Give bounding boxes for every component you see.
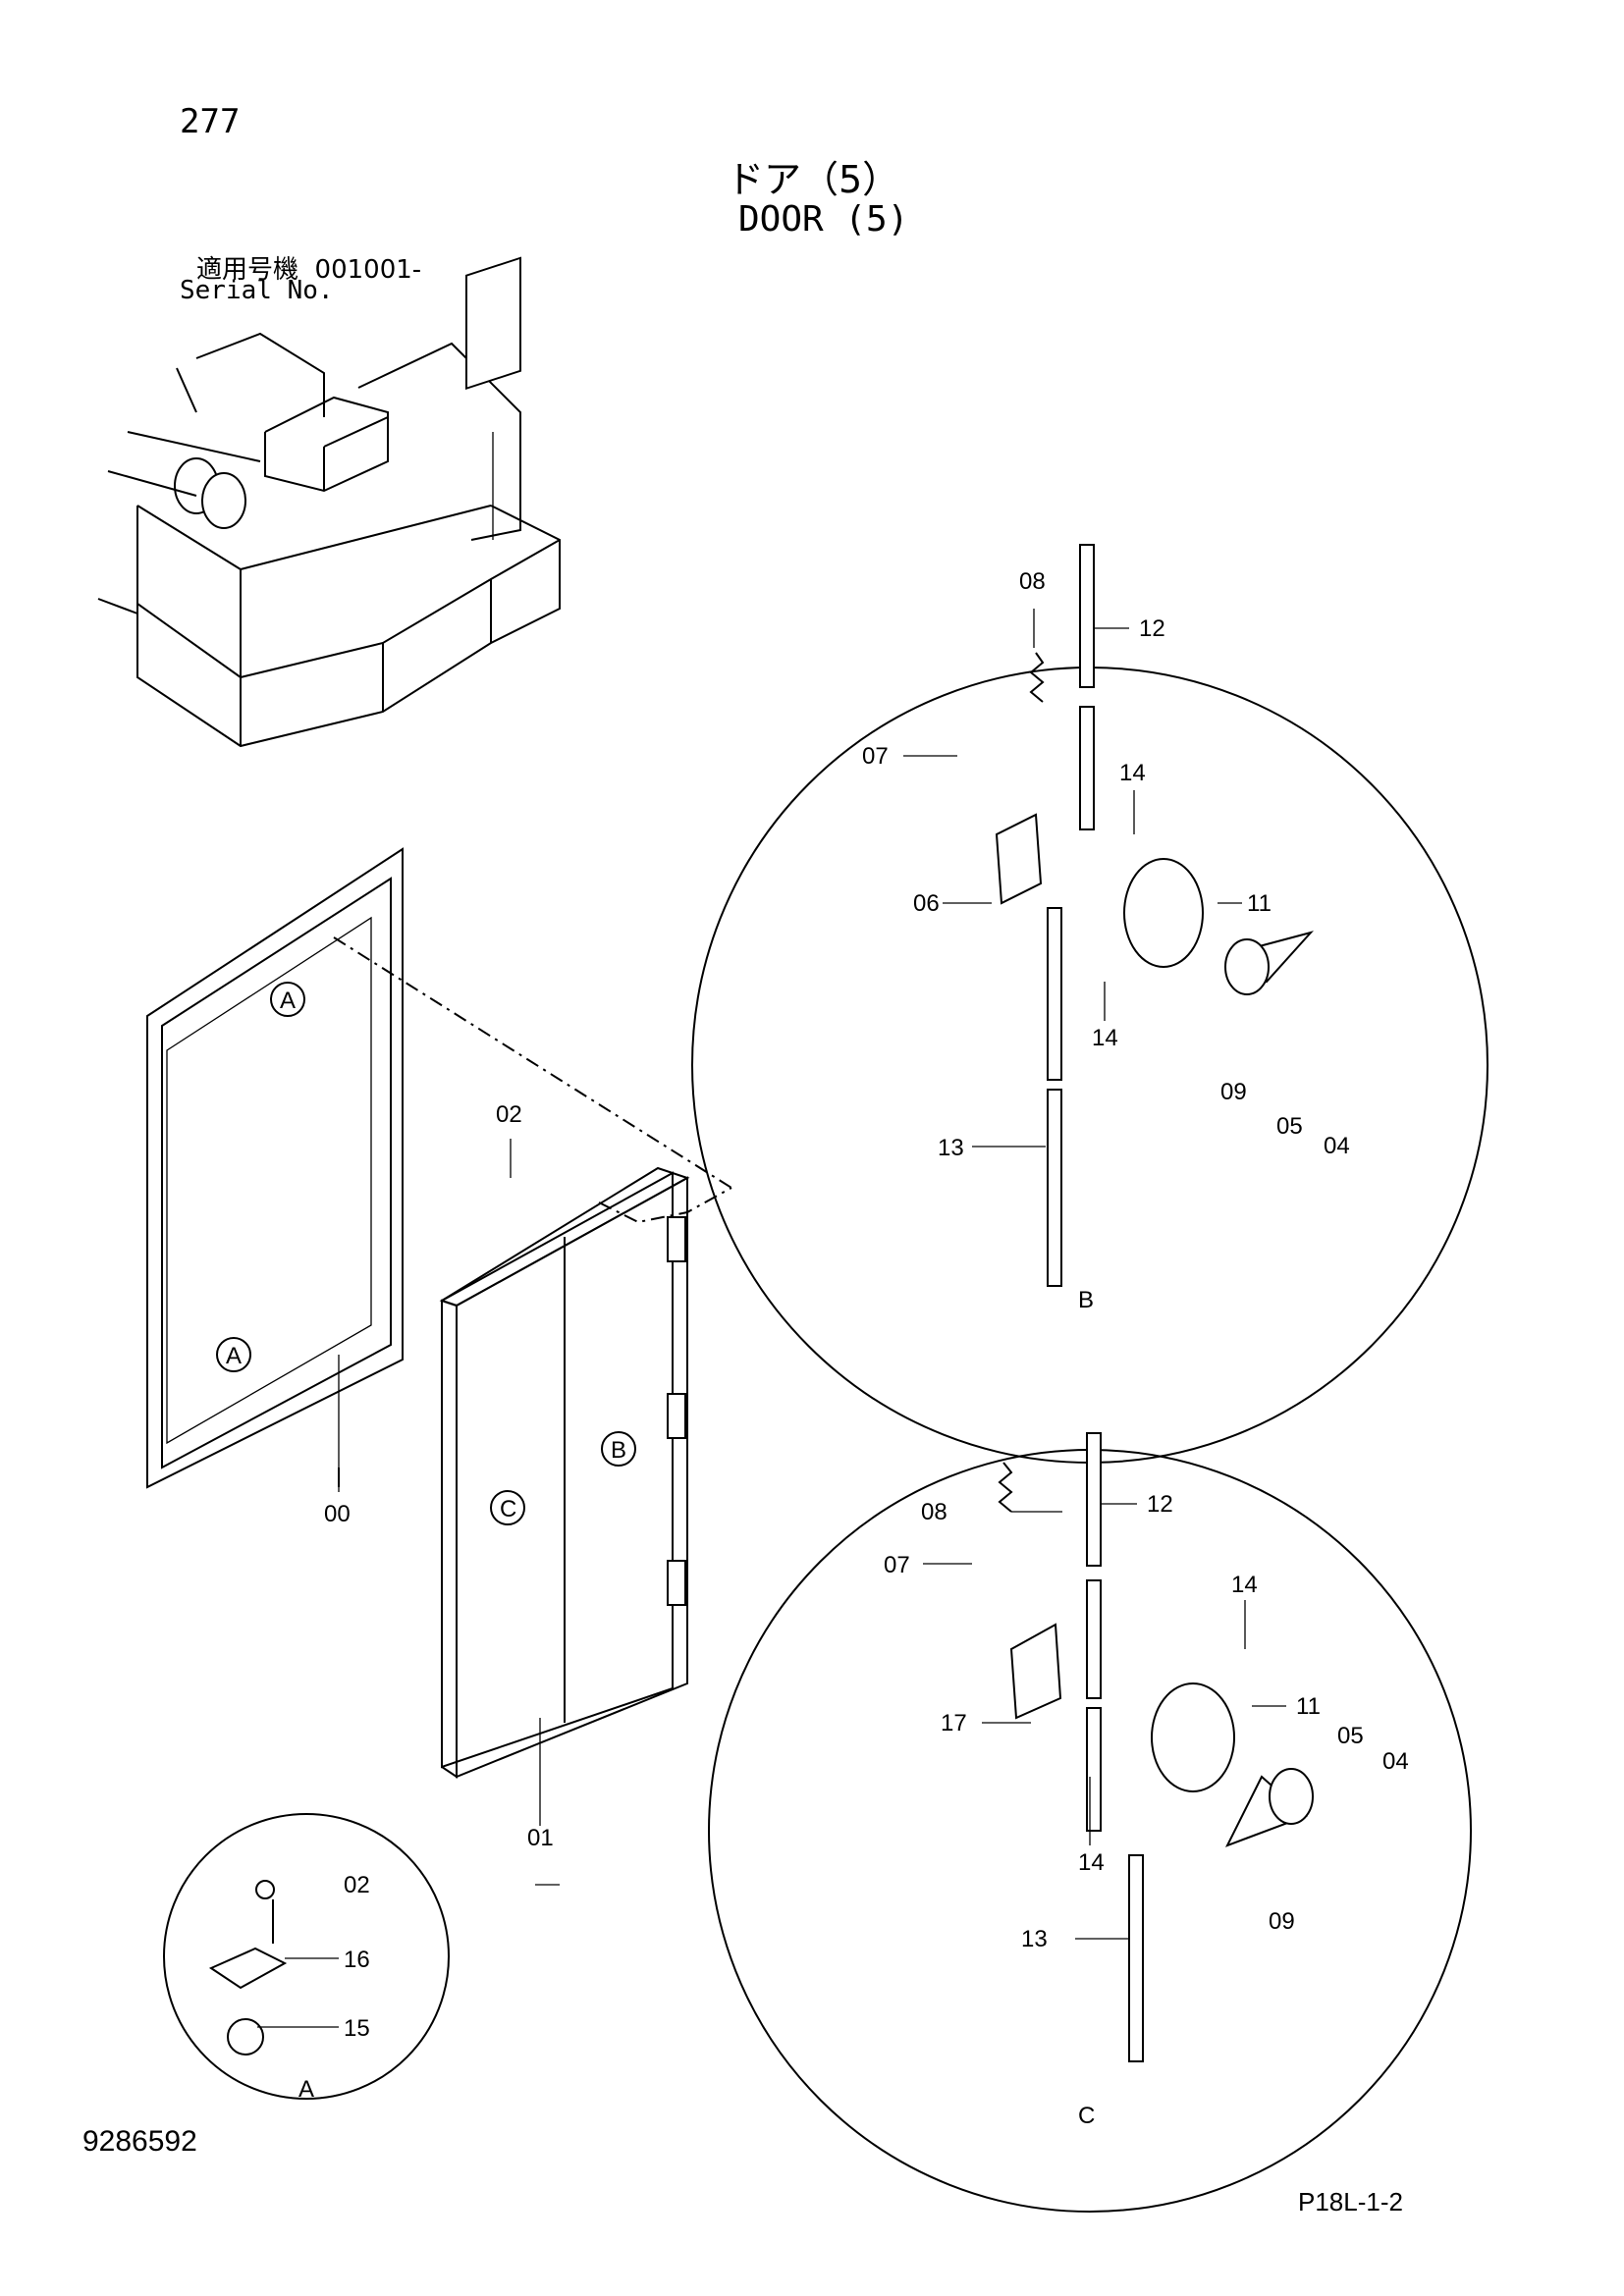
detail-c-label-11: 11	[1296, 1693, 1321, 1720]
detail-a-label-16: 16	[344, 1947, 370, 1973]
page-number: 277	[180, 102, 241, 141]
detail-b-label-14-bottom: 14	[1092, 1025, 1118, 1051]
callout-a-top-text: A	[280, 988, 296, 1014]
part-label-02-main: 02	[496, 1101, 522, 1128]
serial-label-jp-text: 適用号機	[196, 255, 299, 285]
machine-overview-illustration	[97, 256, 561, 748]
part-label-00: 00	[324, 1501, 351, 1527]
callout-b-door: B	[601, 1431, 636, 1467]
detail-a-view	[163, 1813, 450, 2100]
detail-c-label-08: 08	[921, 1499, 947, 1525]
serial-label-english: Serial No.	[180, 276, 334, 305]
detail-b-label-04: 04	[1324, 1133, 1350, 1159]
detail-c-caption: C	[1078, 2103, 1095, 2129]
detail-c-label-17: 17	[941, 1710, 967, 1736]
detail-a-label-15: 15	[344, 2015, 370, 2042]
callout-c-door-text: C	[500, 1496, 516, 1522]
detail-b-label-05: 05	[1276, 1113, 1303, 1140]
page-code: P18L-1-2	[1298, 2187, 1403, 2216]
detail-b-view	[691, 544, 1489, 1464]
leader-lines	[257, 609, 1286, 2028]
detail-a-caption: A	[298, 2076, 314, 2103]
serial-label-japanese: 適用号機 001001-	[196, 249, 421, 286]
detail-c-label-13: 13	[1021, 1926, 1048, 1952]
serial-value: 001001-	[314, 255, 422, 285]
callout-a-top: A	[270, 982, 305, 1017]
detail-b-label-06: 06	[913, 890, 940, 917]
callout-a-bottom: A	[216, 1337, 251, 1372]
callout-b-door-text: B	[611, 1437, 626, 1464]
detail-b-label-09: 09	[1220, 1079, 1247, 1105]
detail-b-label-13: 13	[938, 1135, 964, 1161]
title-english: DOOR (5)	[738, 199, 909, 240]
detail-c-view	[708, 1432, 1472, 2213]
detail-c-label-14-top: 14	[1231, 1572, 1258, 1598]
callout-a-bottom-text: A	[226, 1343, 242, 1369]
detail-c-label-07: 07	[884, 1552, 910, 1578]
callout-c-door: C	[490, 1490, 525, 1525]
detail-b-label-07: 07	[862, 743, 889, 770]
detail-a-label-02: 02	[344, 1872, 370, 1898]
detail-c-label-12: 12	[1147, 1491, 1173, 1518]
detail-b-label-11: 11	[1247, 890, 1272, 917]
detail-c-label-04: 04	[1382, 1748, 1409, 1775]
detail-b-label-14-top: 14	[1119, 760, 1146, 786]
door-panel-part-01	[439, 1166, 732, 1826]
door-frame-part-00	[146, 847, 732, 1492]
detail-c-label-05: 05	[1337, 1723, 1364, 1749]
detail-b-label-08: 08	[1019, 568, 1046, 595]
detail-b-label-12: 12	[1139, 615, 1165, 642]
detail-c-label-14-bottom: 14	[1078, 1849, 1105, 1876]
detail-b-caption: B	[1078, 1287, 1094, 1313]
detail-c-label-09: 09	[1269, 1908, 1295, 1935]
title-japanese: ドア（5）	[727, 158, 900, 201]
part-label-01: 01	[527, 1825, 554, 1851]
document-number: 9286592	[82, 2125, 197, 2158]
